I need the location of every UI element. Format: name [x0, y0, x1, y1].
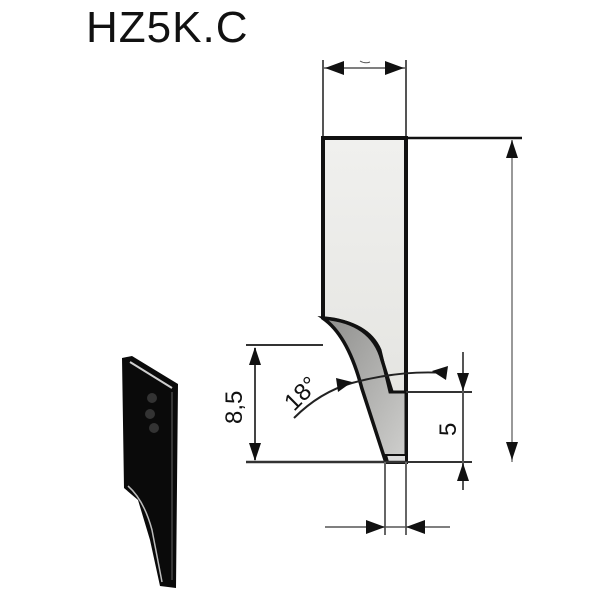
right-height-dimension: 5: [406, 352, 472, 490]
bottom-tip-width-dimension: [325, 462, 450, 535]
blade-outline: [317, 136, 408, 464]
overall-height-dimension: [406, 136, 522, 462]
angle-label: 18°: [279, 371, 324, 416]
left-height-label: 8,5: [221, 391, 248, 424]
model-title: HZ5K.C: [86, 3, 249, 52]
top-width-dimension: [322, 60, 407, 140]
blade-photo: [122, 356, 178, 588]
left-height-dimension: 8,5: [221, 344, 406, 464]
right-height-label: 5: [435, 423, 462, 436]
